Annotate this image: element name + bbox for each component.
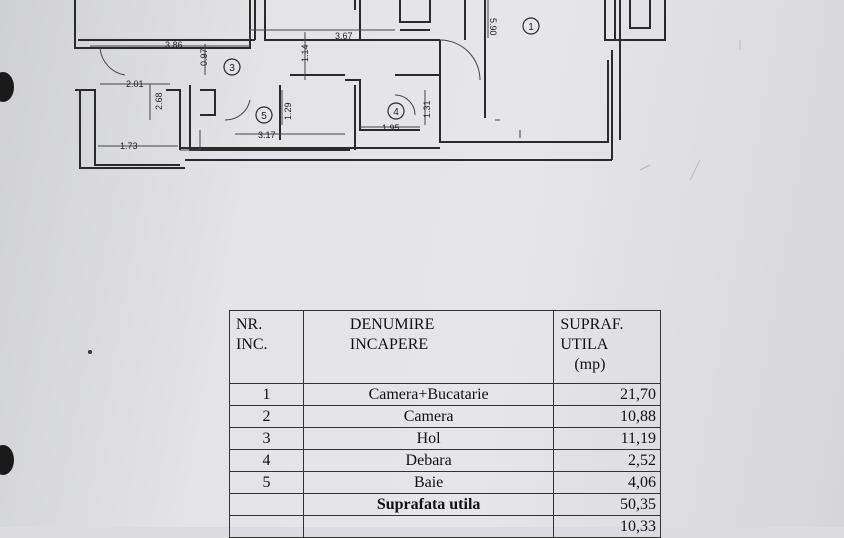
- room-tag-1: 1: [528, 22, 534, 33]
- room-tag-4: 4: [393, 107, 399, 118]
- table-row: 2 Camera 10,88: [229, 405, 661, 428]
- floor-plan: 1 3 5 4 3.86 0.97 3.67 1.14 5.90 2.01 2.…: [74, 0, 741, 181]
- room-tag-3: 3: [229, 63, 235, 74]
- cell-area: 21,70: [553, 383, 661, 406]
- cell-name: Camera: [302, 405, 555, 428]
- dimension-label: 3.67: [335, 31, 353, 41]
- punch-hole: [0, 72, 14, 102]
- dimension-label: 2.01: [126, 79, 144, 89]
- cell-name: Hol: [302, 427, 555, 450]
- total-area: 50,35: [553, 493, 661, 516]
- cell-nr: 5: [229, 471, 304, 494]
- cell-nr: 1: [229, 383, 304, 406]
- rooms-table: NR. INC. DENUMIRE INCAPERE SUPRAF. UTILA…: [229, 310, 661, 538]
- table-row: 3 Hol 11,19: [229, 427, 661, 450]
- table-row: 5 Baie 4,06: [229, 471, 661, 494]
- dimension-label: 3.86: [165, 40, 183, 50]
- table-row: 4 Debara 2,52: [229, 449, 661, 472]
- punch-hole: [0, 445, 14, 475]
- header-area: SUPRAF. UTILA (mp): [553, 310, 661, 384]
- cell-name: Baie: [302, 471, 555, 494]
- header-nr: NR. INC.: [229, 310, 304, 384]
- cell-nr: 3: [229, 427, 304, 450]
- cell-area: 11,19: [553, 427, 661, 450]
- total-row: Suprafata utila 50,35: [229, 493, 661, 516]
- dimension-label: 3.17: [258, 130, 276, 140]
- cell-area: 4,06: [553, 471, 661, 494]
- table-header-row: NR. INC. DENUMIRE INCAPERE SUPRAF. UTILA…: [229, 310, 661, 384]
- room-tag-5: 5: [261, 111, 267, 122]
- header-name: DENUMIRE INCAPERE: [302, 310, 555, 384]
- dimension-label: 0.97: [199, 48, 209, 66]
- cell-area: 10,88: [553, 405, 661, 428]
- ink-dot: [88, 350, 92, 354]
- dimension-label: 5.90: [488, 18, 498, 36]
- cell-area: 2,52: [553, 449, 661, 472]
- table-row: 1 Camera+Bucatarie 21,70: [229, 383, 661, 406]
- cell-name: Debara: [302, 449, 555, 472]
- cell-nr: 4: [229, 449, 304, 472]
- cell-nr: [229, 493, 304, 516]
- dimension-label: 1.95: [382, 123, 400, 133]
- dimension-label: 1.29: [283, 102, 293, 120]
- cell-name: Camera+Bucatarie: [302, 383, 555, 406]
- cell-nr: 2: [229, 405, 304, 428]
- total-label: Suprafata utila: [302, 493, 555, 516]
- dimension-label: 2.68: [154, 92, 164, 110]
- dimension-label: 1.73: [120, 141, 138, 151]
- dimension-label: 1.14: [300, 44, 310, 62]
- dimension-label: 1.31: [422, 100, 432, 118]
